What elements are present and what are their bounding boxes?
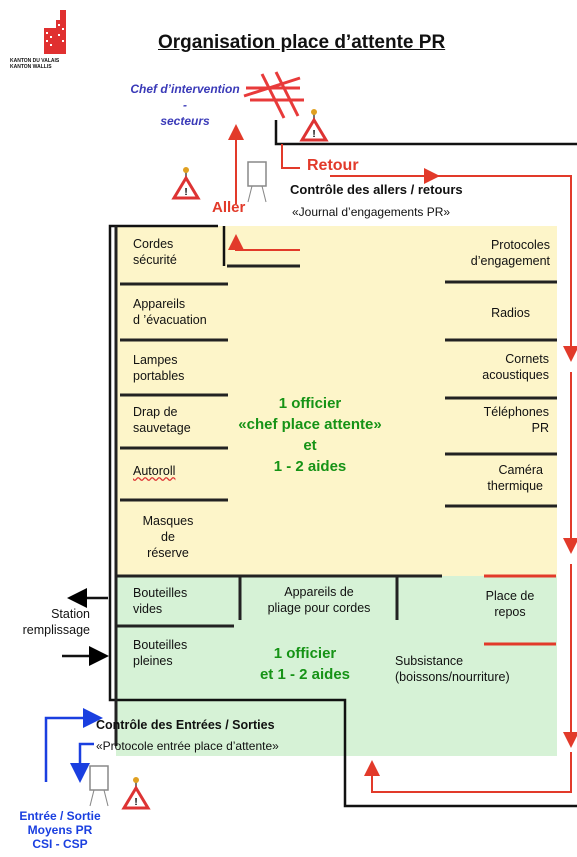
right-item-radios: Radios — [491, 306, 530, 320]
control-bottom-subtitle: «Protocole entrée place d’attente» — [96, 739, 279, 753]
logo-text: KANTON DU VALAIS KANTON WALLIS — [10, 58, 59, 70]
retour-line — [281, 144, 300, 169]
warning-icon: ! — [299, 109, 329, 142]
easel-icon — [89, 765, 109, 807]
easel-icon — [247, 161, 267, 203]
subsistance: Subsistance(boissons/nourriture) — [395, 654, 510, 684]
svg-text:!: ! — [312, 129, 315, 140]
shelves — [114, 226, 557, 746]
svg-text:!: ! — [184, 187, 187, 198]
aller-label: Aller — [212, 199, 246, 216]
control-bottom-title: Contrôle des Entrées / Sorties — [96, 718, 275, 732]
page-title: Organisation place d’attente PR — [158, 32, 446, 53]
logo-line-1: KANTON DU VALAIS — [10, 58, 60, 64]
warning-icon: ! — [171, 167, 201, 200]
canton-flag-icon — [44, 10, 66, 54]
control-top-subtitle: «Journal d’engagements PR» — [292, 205, 451, 219]
svg-text:!: ! — [134, 797, 137, 808]
building-outline — [108, 120, 577, 808]
chef-intervention-label: Chef d’intervention - secteurs — [130, 82, 240, 128]
control-top-title: Contrôle des allers / retours — [290, 182, 463, 197]
rest-zone — [116, 576, 557, 756]
canton-logo — [38, 8, 74, 56]
warning-icon: ! — [121, 777, 151, 810]
retour-label: Retour — [307, 157, 359, 174]
left-item-autoroll: Autoroll — [133, 464, 176, 478]
sector-cross-icon — [243, 71, 304, 119]
logo-line-2: KANTON WALLIS — [10, 64, 52, 70]
